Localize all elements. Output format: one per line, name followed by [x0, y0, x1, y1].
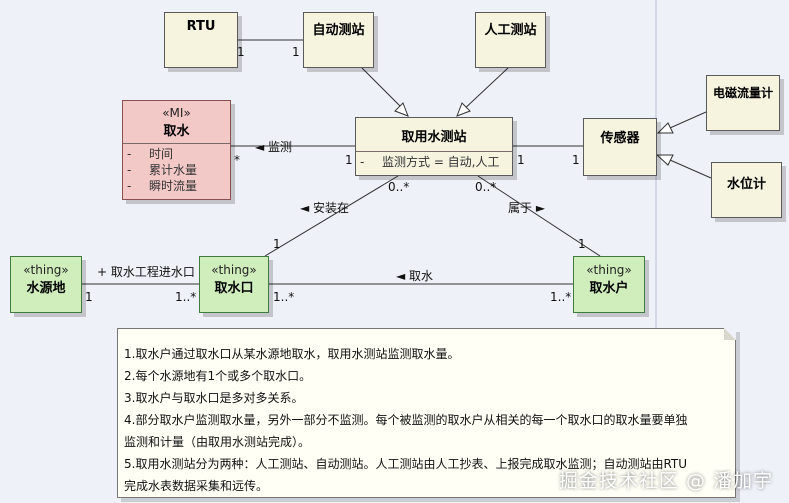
mult-port-right: 1..*	[273, 290, 295, 304]
label-monitor: ◄ 监测	[255, 140, 293, 154]
manual-station-generalization	[460, 67, 509, 113]
class-water-source-stereotype: «thing»	[23, 263, 69, 277]
em-flowmeter-generalization	[669, 111, 707, 129]
class-intake-port-stereotype: «thing»	[211, 263, 257, 277]
class-intake-name: 取水	[163, 124, 190, 139]
note-list: 1.取水户通过取水口从某水源地取水，取用水测站监测取水量。 2.每个水源地有1个…	[118, 329, 735, 497]
class-monitor-station-separator: -监测方式 = 自动,人工	[356, 151, 512, 170]
class-em-flowmeter[interactable]: 电磁流量计	[706, 75, 780, 131]
class-em-flowmeter-name: 电磁流量计	[712, 86, 773, 100]
class-sensor[interactable]: 传感器	[583, 118, 657, 176]
mult-intake-side: *	[234, 153, 240, 167]
note-line: 5.取用水测站分为两种：人工测站、自动测站。人工测站由人工抄表、上报完成取水监测…	[124, 457, 688, 471]
class-rtu-name: RTU	[186, 19, 216, 34]
watermark: 掘金技术社区 @ 潘加宇	[558, 470, 773, 492]
class-monitor-station-attribute: -监测方式 = 自动,人工	[360, 155, 500, 169]
label-install: ◄ 安装在	[300, 201, 350, 215]
install-association	[264, 175, 399, 257]
class-intake[interactable]: «MI» 取水 -时间 -累计水量 -瞬时流量	[122, 100, 231, 200]
mult-sensor-station: 1	[517, 153, 525, 167]
class-manual-station[interactable]: 人工测站	[475, 12, 546, 68]
auto-station-arrowhead	[394, 102, 409, 117]
manual-station-arrowhead	[456, 102, 471, 117]
class-intake-port-name: 取水口	[214, 281, 254, 296]
note-line: 2.每个水源地有1个或多个取水口。	[124, 369, 312, 383]
water-level-generalization	[669, 159, 712, 179]
mult-sensor-right: 1	[572, 153, 580, 167]
class-intake-stereotype: «MI»	[162, 106, 191, 120]
class-water-user[interactable]: «thing» 取水户	[573, 256, 645, 313]
em-flowmeter-arrowhead	[656, 122, 674, 134]
note-line: 1.取水户通过取水口从某水源地取水，取用水测站监测取水量。	[124, 347, 460, 361]
label-intake-relation: ◄ 取水	[396, 269, 434, 283]
mult-auto-side: 1	[292, 45, 300, 59]
class-manual-station-name: 人工测站	[484, 23, 537, 38]
mult-install-station: 0..*	[388, 180, 410, 194]
class-sensor-name: 传感器	[600, 131, 640, 146]
mult-rtu-side: 1	[237, 45, 245, 59]
class-water-user-stereotype: «thing»	[586, 263, 632, 277]
mult-belongs-station: 0..*	[475, 180, 497, 194]
class-intake-attribute: -累计水量	[127, 163, 198, 177]
class-intake-attribute: -瞬时流量	[127, 179, 198, 193]
class-auto-station-name: 自动测站	[312, 23, 365, 38]
auto-station-generalization	[361, 67, 407, 113]
class-water-source[interactable]: «thing» 水源地	[10, 256, 82, 313]
class-monitor-station-name: 取用水测站	[401, 130, 467, 145]
belongs-association	[477, 175, 601, 257]
mult-install-port: 1	[273, 237, 281, 251]
class-water-user-name: 取水户	[589, 281, 629, 296]
note-folded-corner	[724, 328, 736, 340]
class-rtu[interactable]: RTU	[164, 12, 238, 68]
class-intake-port[interactable]: «thing» 取水口	[199, 256, 269, 313]
label-belongs: 属于 ►	[508, 201, 546, 215]
note-line: 监测和计量（由取用水测站完成）。	[124, 435, 311, 449]
note-line: 4.部分取水户监测取水量，另外一部分不监测。每个被监测的取水户从相关的每一个取水…	[124, 413, 688, 427]
class-auto-station[interactable]: 自动测站	[303, 12, 374, 68]
class-intake-attribute: -时间	[127, 147, 174, 161]
mult-station-left: 1	[345, 153, 353, 167]
note-box: 1.取水户通过取水口从某水源地取水，取用水测站监测取水量。 2.每个水源地有1个…	[117, 328, 736, 498]
class-water-level[interactable]: 水位计	[711, 162, 782, 218]
mult-source-side: 1	[85, 290, 93, 304]
note-line: 完成水表数据采集和远传。	[124, 479, 269, 493]
water-level-arrowhead	[655, 154, 674, 166]
class-monitor-station[interactable]: 取用水测站 -监测方式 = 自动,人工	[355, 117, 513, 176]
class-intake-separator: -时间 -累计水量 -瞬时流量	[123, 143, 230, 194]
class-water-level-name: 水位计	[726, 177, 766, 192]
mult-user-left: 1..*	[550, 290, 572, 304]
label-project-relation: + 取水工程进水口	[97, 265, 195, 279]
class-water-source-name: 水源地	[26, 281, 66, 296]
mult-belongs-user: 1	[578, 237, 586, 251]
note-line: 3.取水户与取水口是多对多关系。	[124, 391, 304, 405]
mult-port-left: 1..*	[175, 290, 197, 304]
